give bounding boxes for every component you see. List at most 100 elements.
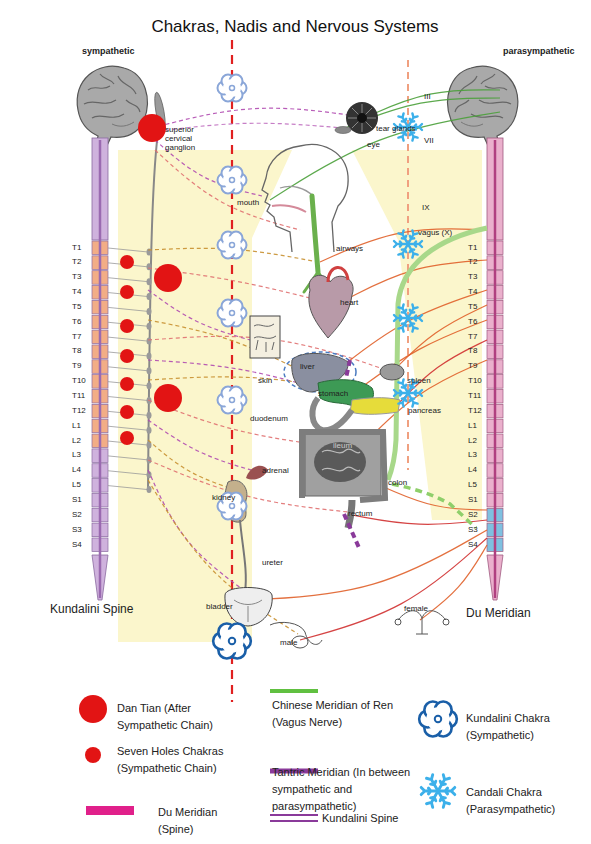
part-label: adrenal bbox=[262, 466, 289, 475]
head-outline bbox=[280, 186, 313, 196]
spine-level-label: S2 bbox=[468, 510, 478, 519]
brain-right bbox=[448, 66, 518, 150]
eye-symbol bbox=[348, 104, 376, 132]
nerve-line bbox=[364, 90, 500, 118]
legend-swatch bbox=[270, 689, 318, 693]
spine-level-label: T10 bbox=[468, 376, 482, 385]
head-outline bbox=[262, 146, 300, 252]
diagram-title: Chakras, Nadis and Nervous Systems bbox=[151, 17, 438, 37]
nerve-line bbox=[270, 112, 500, 200]
legend-entry: Tantric Meridian (In between sympathetic… bbox=[272, 764, 422, 815]
seven-holes-chakra bbox=[120, 349, 134, 363]
spine-level-label: L1 bbox=[72, 421, 81, 430]
nerve-line bbox=[300, 538, 487, 640]
female-organ-symbol bbox=[395, 611, 449, 634]
legend-swatch bbox=[270, 814, 318, 816]
nerve-line bbox=[148, 90, 500, 640]
legend-entry: Kundalini Spine bbox=[322, 810, 432, 827]
eye-symbol bbox=[335, 127, 351, 134]
nerve-line bbox=[148, 470, 246, 592]
legend-swatch bbox=[79, 691, 457, 821]
legend-entry: Seven Holes Chakras (Sympathetic Chain) bbox=[117, 743, 247, 777]
spine-level-label: T5 bbox=[72, 302, 81, 311]
part-label: spleen bbox=[407, 376, 431, 385]
spine-level-label: S1 bbox=[468, 495, 478, 504]
spine-level-label: T11 bbox=[468, 391, 481, 400]
intestine-symbol bbox=[322, 449, 360, 471]
ramus-line bbox=[147, 323, 152, 330]
spine-level-label: T8 bbox=[72, 346, 81, 355]
legend-text: Kundalini Chakra (Sympathetic) bbox=[466, 710, 571, 744]
kundalini-chakra bbox=[213, 624, 251, 659]
intestine-symbol bbox=[314, 442, 366, 482]
ramus-line bbox=[108, 248, 148, 252]
nerve-line bbox=[148, 480, 298, 634]
legend-text: Chinese Meridian of Ren (Vagus Nerve) bbox=[272, 697, 412, 731]
ramus-line bbox=[108, 426, 148, 430]
nerve-line bbox=[355, 320, 487, 392]
nerve-line bbox=[248, 530, 487, 600]
spine-level-label: L3 bbox=[468, 450, 477, 459]
spine-level-label: T7 bbox=[72, 332, 81, 341]
rectum-symbol bbox=[344, 360, 360, 550]
part-label: skin bbox=[258, 376, 272, 385]
candali-chakra bbox=[394, 230, 422, 257]
kundalini-chakra bbox=[218, 167, 247, 194]
spine-level-label: T6 bbox=[468, 317, 477, 326]
spine-level-label: L4 bbox=[468, 465, 477, 474]
spleen-symbol bbox=[380, 364, 404, 380]
spine-level-label: T8 bbox=[468, 346, 477, 355]
nerve-line bbox=[335, 290, 487, 372]
brain-right bbox=[448, 66, 518, 150]
part-label: IX bbox=[422, 203, 430, 212]
part-label: VII bbox=[424, 136, 434, 145]
part-label: ureter bbox=[262, 558, 283, 567]
part-label: III bbox=[424, 92, 431, 101]
ramus-line bbox=[147, 263, 152, 270]
dan-tian bbox=[138, 114, 166, 142]
intestine-symbol bbox=[305, 434, 381, 496]
spine-level-label: T5 bbox=[468, 302, 477, 311]
part-label: bladder bbox=[206, 602, 233, 611]
seven-holes-chakra bbox=[120, 377, 134, 391]
kundalini-chakra bbox=[213, 624, 251, 659]
legend-swatch bbox=[86, 806, 134, 815]
skin-symbol bbox=[250, 316, 280, 358]
part-label: tear glands bbox=[376, 124, 416, 133]
intestine-symbol bbox=[302, 432, 385, 500]
legend-text: Candali Chakra (Parasympathetic) bbox=[466, 784, 576, 818]
spine-level-label: S4 bbox=[468, 540, 478, 549]
part-label: kidney bbox=[212, 493, 235, 502]
candali-chakra bbox=[394, 304, 422, 331]
eye-symbol bbox=[357, 113, 367, 123]
spine-level-label: L2 bbox=[468, 436, 477, 445]
legend-text: Seven Holes Chakras (Sympathetic Chain) bbox=[117, 743, 247, 777]
legend-entry: Dan Tian (After Sympathetic Chain) bbox=[117, 700, 247, 734]
legend-text: Dan Tian (After Sympathetic Chain) bbox=[117, 700, 247, 734]
skin-symbol bbox=[254, 324, 276, 352]
ramus-line bbox=[108, 278, 148, 282]
part-label: eye bbox=[367, 140, 380, 149]
seven-holes-chakra bbox=[120, 255, 134, 445]
nerve-line bbox=[386, 488, 487, 510]
spine-level-label: S2 bbox=[72, 510, 82, 519]
part-label: parasympathetic bbox=[503, 46, 575, 56]
part-label: liver bbox=[300, 362, 315, 371]
ramus-line bbox=[147, 352, 152, 359]
spine-level-label: T1 bbox=[72, 243, 81, 252]
spine-level-label: T6 bbox=[72, 317, 81, 326]
legend-entry: Candali Chakra (Parasympathetic) bbox=[466, 784, 576, 818]
dan-tian bbox=[154, 264, 182, 292]
ramus-line bbox=[108, 397, 148, 401]
background-panel bbox=[118, 150, 292, 642]
spine-level-label: L1 bbox=[468, 421, 477, 430]
ren-meridian bbox=[388, 228, 487, 528]
spine-level-label: S4 bbox=[72, 540, 82, 549]
kundalini-chakra bbox=[218, 75, 247, 520]
ramus-line bbox=[108, 486, 148, 490]
female-organ-symbol bbox=[398, 611, 446, 634]
part-label: heart bbox=[340, 298, 358, 307]
ramus-line bbox=[108, 248, 152, 493]
spine-level-label: T12 bbox=[72, 406, 86, 415]
